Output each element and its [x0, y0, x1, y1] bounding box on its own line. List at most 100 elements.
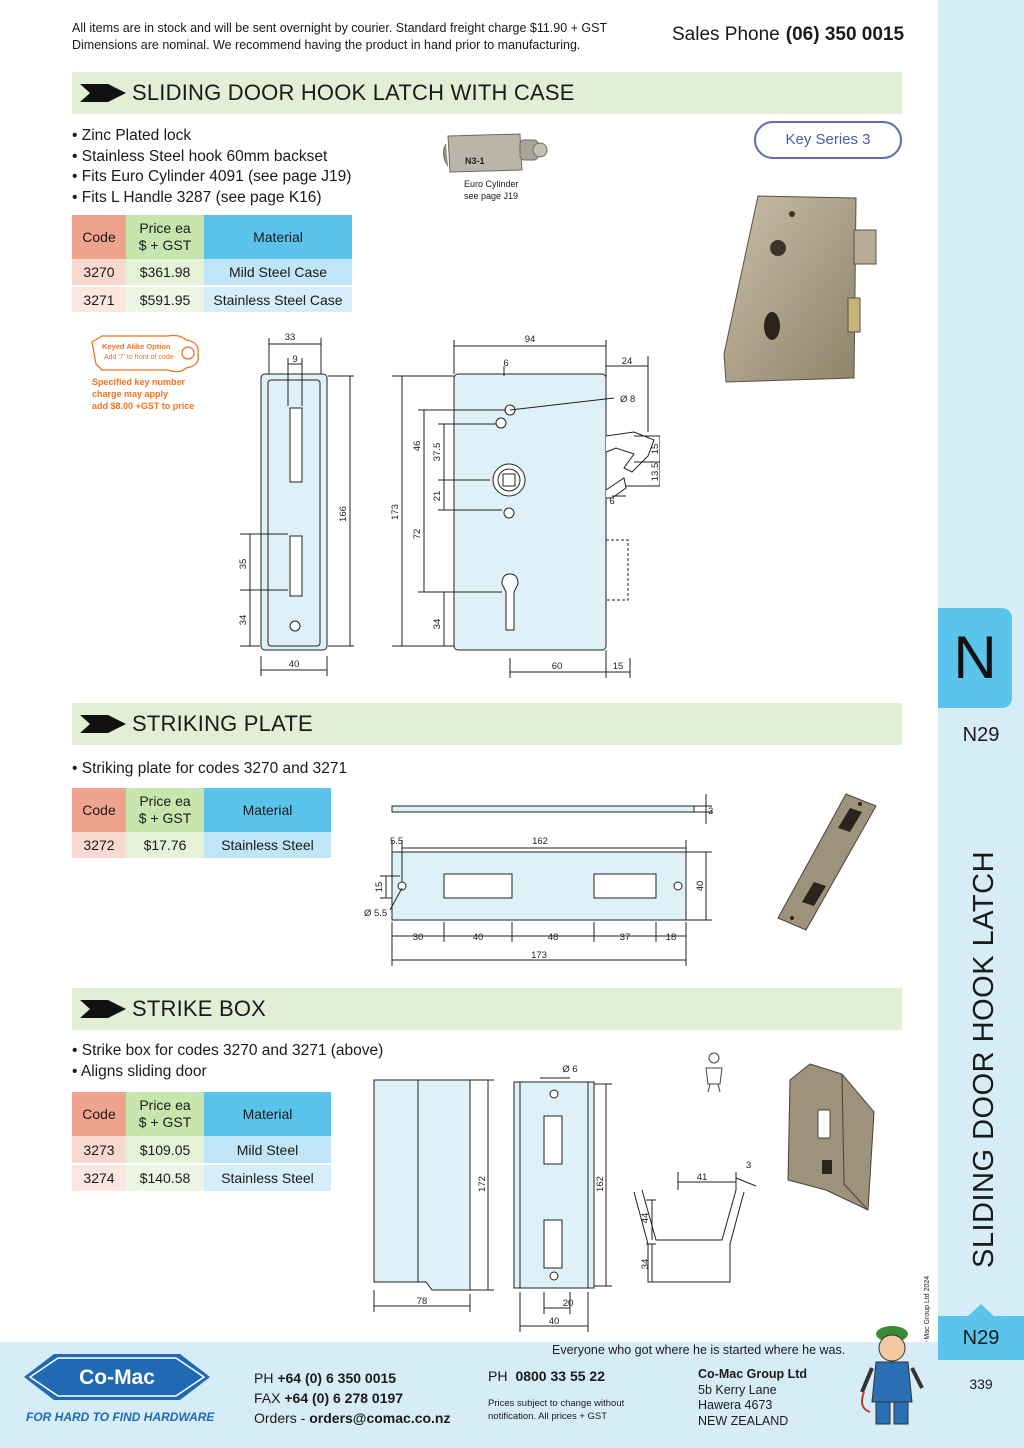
logo-text: Co-Mac: [79, 1366, 155, 1389]
hook-latch-photo: [723, 195, 877, 383]
list-item: • Zinc Plated lock: [72, 127, 192, 144]
cylinder-caption-2: see page J19: [464, 191, 519, 201]
dim-label: 33: [285, 332, 296, 343]
header-price: Price ea$ + GST: [126, 215, 204, 259]
dim-label: 48: [548, 932, 559, 943]
section-title: SLIDING DOOR HOOK LATCH WITH CASE: [132, 80, 575, 105]
sales-phone: Sales Phone(06) 350 0015: [672, 24, 904, 46]
fax-label: FAX: [254, 1390, 281, 1406]
tagline: FOR HARD TO FIND HARDWARE: [26, 1410, 215, 1424]
dim-label: 40: [289, 659, 300, 670]
freephone: PH 0800 33 55 22: [488, 1368, 605, 1384]
dim-label: 34: [432, 619, 443, 630]
dim-label: 40: [549, 1316, 560, 1327]
header-price: Price ea$ + GST: [126, 1092, 204, 1136]
dim-label: 94: [525, 334, 536, 345]
freephone-label: PH: [488, 1368, 508, 1384]
list-item: • Fits L Handle 3287 (see page K16): [72, 188, 322, 206]
footer-quote: Everyone who got where he is started whe…: [552, 1343, 846, 1357]
header-price: Price ea$ + GST: [126, 788, 204, 832]
feature-list: • Zinc Plated lock • Stainless Steel hoo…: [72, 126, 351, 208]
cell-code: 3270: [72, 259, 126, 287]
dim-label: 24: [622, 356, 633, 367]
dim-label: 40: [473, 932, 484, 943]
cell-material: Mild Steel Case: [204, 259, 352, 287]
dim-label: 20: [563, 1298, 574, 1309]
list-item: • Stainless Steel hook 60mm backset: [72, 147, 328, 165]
cell-code: 3272: [72, 832, 126, 860]
dim-label: 6: [503, 358, 508, 369]
dim-label: Ø 8: [620, 394, 635, 405]
dim-label: 72: [412, 529, 423, 540]
list-item: • Striking plate for codes 3270 and 3271: [72, 760, 348, 777]
sales-label: Sales Phone: [672, 24, 780, 45]
freephone-number[interactable]: 0800 33 55 22: [515, 1368, 605, 1384]
header-price-1: Price ea: [139, 220, 191, 236]
striking-plate-photo: [777, 793, 877, 931]
dim-label: 162: [532, 836, 548, 847]
arrow-icon: [80, 1000, 126, 1018]
price-table-strike-box: Code Price ea$ + GST Material 3273 $109.…: [72, 1092, 331, 1193]
dim-label: Ø 6: [562, 1064, 577, 1075]
header-notice: All items are in stock and will be sent …: [72, 20, 652, 54]
feature-list: • Striking plate for codes 3270 and 3271: [72, 759, 347, 780]
cell-code: 3274: [72, 1164, 126, 1193]
header-price-2: $ + GST: [138, 810, 192, 826]
arrow-icon: [80, 715, 126, 733]
table-row: 3272 $17.76 Stainless Steel: [72, 832, 331, 860]
cell-material: Stainless Steel: [204, 832, 331, 860]
address-line: NEW ZEALAND: [698, 1413, 789, 1428]
ph-label: PH: [254, 1370, 274, 1386]
cylinder-caption: Euro Cylinder see page J19: [464, 178, 519, 202]
dim-label: 60: [552, 661, 563, 672]
section-letter-tab: N: [938, 608, 1012, 708]
table-row: 3270 $361.98 Mild Steel Case: [72, 259, 352, 287]
cell-material: Stainless Steel Case: [204, 286, 352, 314]
dim-label: 5.5: [390, 836, 403, 847]
address-line: 5b Kerry Lane: [698, 1382, 777, 1397]
dim-label: 173: [390, 504, 401, 520]
key-option-1: Keyed Alike Option: [102, 342, 171, 351]
page-code: N29: [962, 724, 1000, 746]
dim-label: 173: [531, 950, 547, 961]
dim-label: 3: [708, 806, 713, 817]
contact-block: PH +64 (0) 6 350 0015 FAX +64 (0) 6 278 …: [254, 1368, 451, 1428]
dim-label: Ø 5.5: [364, 908, 387, 919]
dim-label: 15: [650, 444, 660, 455]
orders-email[interactable]: orders@comac.co.nz: [309, 1410, 451, 1426]
prices-note: Prices subject to change without notific…: [488, 1398, 648, 1423]
list-item: • Fits Euro Cylinder 4091 (see page J19): [72, 168, 352, 186]
dim-label: 21: [432, 491, 443, 502]
orders-label: Orders -: [254, 1410, 306, 1426]
list-item: • Aligns sliding door: [72, 1062, 207, 1080]
dim-label: 15: [374, 882, 385, 893]
dim-label: 15: [613, 661, 624, 672]
cell-material: Stainless Steel: [204, 1164, 331, 1193]
strike-box-drawing: 172 78 Ø 6 162 20 40 41 3 44 34: [373, 1064, 757, 1332]
sales-number[interactable]: (06) 350 0015: [785, 24, 905, 45]
cylinder-label: N3-1: [465, 156, 485, 166]
striking-plate-drawing: 3 5.5 162 15 Ø 5.5 40 30 40 48 37 18 173: [364, 794, 713, 966]
page-number: 339: [969, 1376, 993, 1392]
header-price-1: Price ea: [139, 1097, 191, 1113]
key-note-2: charge may apply: [92, 389, 169, 399]
table-row: 3274 $140.58 Stainless Steel: [72, 1164, 331, 1193]
euro-cylinder-image: N3-1: [442, 133, 548, 173]
cylinder-caption-1: Euro Cylinder: [464, 179, 519, 189]
address-block: Co-Mac Group Ltd 5b Kerry Lane Hawera 46…: [698, 1367, 807, 1429]
drawing-labels: 33 9 166 35 34 40 94 6 24 Ø 8 15 13.5 6 …: [238, 332, 660, 672]
dim-label: 37: [620, 932, 631, 943]
key-option-2: Add '7' to front of code: [104, 354, 174, 361]
tab-arrow-icon: [966, 1304, 996, 1318]
price-table-striking-plate: Code Price ea$ + GST Material 3272 $17.7…: [72, 788, 331, 860]
vertical-title: SLIDING DOOR HOOK LATCH: [968, 850, 1000, 1268]
header-code: Code: [72, 788, 126, 832]
notice-line-1: All items are in stock and will be sent …: [72, 21, 608, 35]
header-price-1: Price ea: [139, 793, 191, 809]
cell-price: $591.95: [126, 286, 204, 314]
key-icon: Keyed Alike Option Add '7' to front of c…: [91, 334, 199, 373]
drawing-labels: 3 5.5 162 15 Ø 5.5 40 30 40 48 37 18 173: [364, 806, 713, 961]
cell-price: $361.98: [126, 259, 204, 287]
ph-number[interactable]: +64 (0) 6 350 0015: [277, 1370, 397, 1386]
key-note-1: Specified key number: [92, 377, 186, 387]
